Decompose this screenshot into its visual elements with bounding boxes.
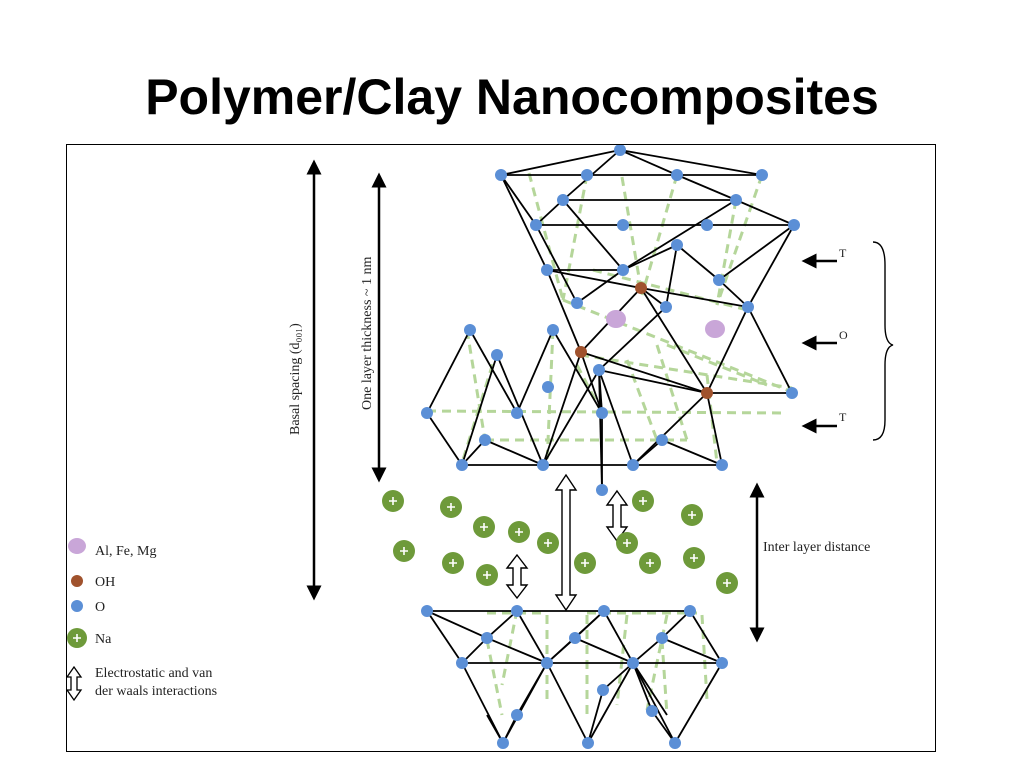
legend-oxygen-swatch (71, 600, 83, 612)
tetrahedral-bottom-label: T (839, 410, 847, 424)
interaction-arrows (505, 473, 629, 612)
clay-structure-figure: Basal spacing (d₀₀₁) One layer thickness… (66, 144, 936, 752)
basal-spacing-label: Basal spacing (d₀₀₁) (288, 323, 303, 435)
octahedral-label: O (839, 328, 848, 342)
oxygen-atoms (421, 145, 800, 749)
legend: Al, Fe, Mg OH O Na Electrostatic and van… (67, 538, 217, 702)
interaction-arrow-short (505, 553, 529, 600)
clay-diagram-svg: Basal spacing (d₀₀₁) One layer thickness… (67, 145, 894, 749)
slide-title: Polymer/Clay Nanocomposites (145, 69, 879, 125)
dimension-arrows (306, 159, 765, 643)
legend-hydroxyl-swatch (71, 575, 83, 587)
legend-metal-swatch (68, 538, 86, 554)
legend-sodium-label: Na (95, 632, 112, 647)
layer-thickness-label: One layer thickness ~ 1 nm (360, 257, 375, 410)
legend-interaction-label-2: der waals interactions (95, 684, 217, 699)
legend-metal-label: Al, Fe, Mg (95, 544, 156, 559)
sodium-ions (382, 490, 738, 594)
top-layer-bonds (500, 149, 795, 394)
legend-hydroxyl-label: OH (95, 575, 115, 590)
hydroxyl-groups (575, 282, 713, 399)
interaction-arrow-long (554, 473, 578, 612)
bottom-layer-bonds (426, 610, 723, 744)
layer-pointer-arrows (801, 253, 837, 434)
legend-interaction-label-1: Electrostatic and van (95, 666, 212, 681)
metal-cations (606, 310, 725, 338)
tot-brace (872, 241, 894, 441)
legend-oxygen-label: O (95, 600, 105, 615)
inter-layer-label: Inter layer distance (763, 540, 870, 555)
legend-double-arrow-icon (67, 665, 83, 702)
tetrahedral-top-label: T (839, 246, 847, 260)
